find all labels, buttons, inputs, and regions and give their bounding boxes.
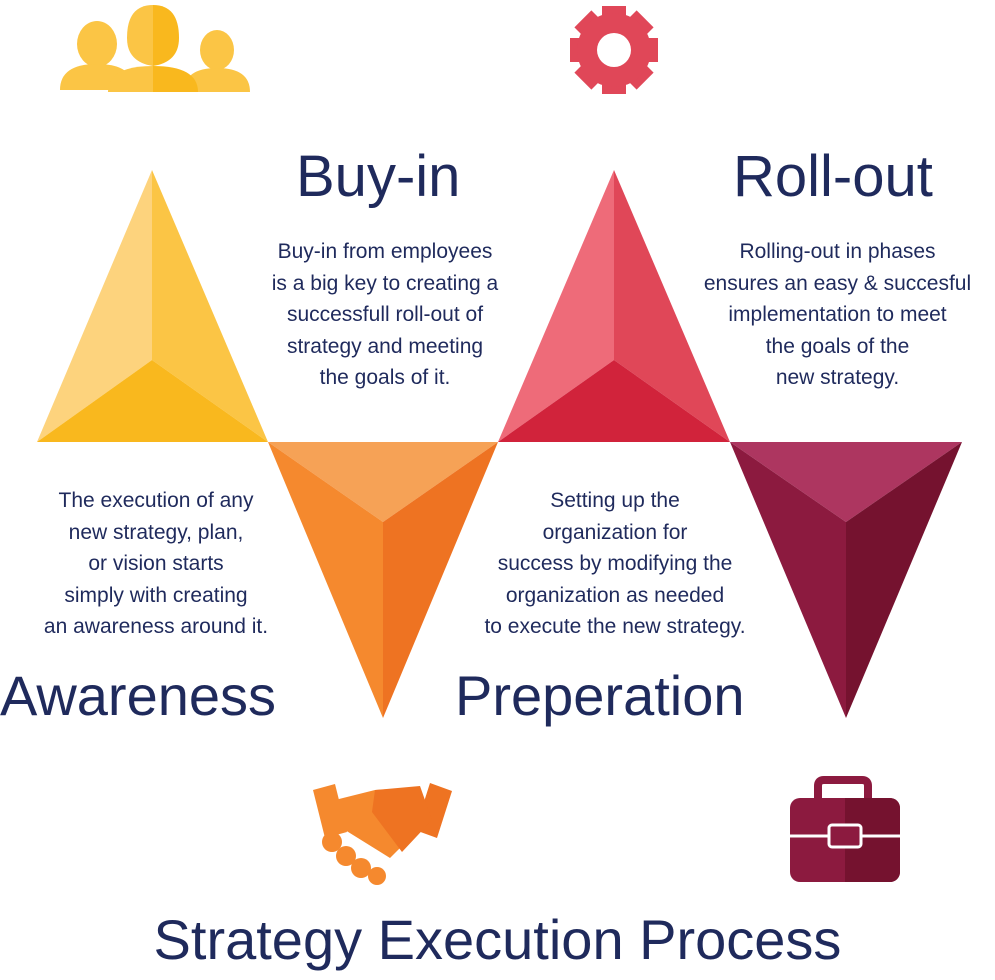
maroon-pyramid — [730, 442, 962, 718]
awareness-description-line: simply with creating — [64, 583, 248, 607]
preperation-description-line: to execute the new strategy. — [484, 615, 746, 638]
gear-icon — [570, 6, 658, 94]
buyin-description-line: is a big key to creating a — [271, 271, 499, 295]
awareness-description-line: The execution of any — [58, 489, 254, 512]
buyin-description-line: strategy and meeting — [286, 334, 484, 358]
rollout-description-line: ensures an easy & succesful — [703, 271, 972, 295]
preperation-description-line: organization for — [542, 520, 688, 544]
orange-pyramid — [268, 442, 498, 718]
preperation-description-line: success by modifying the — [497, 552, 733, 575]
awareness-title: Awareness — [0, 664, 277, 727]
rollout-description-line: new strategy. — [775, 366, 900, 389]
awareness-description: The execution of any new strategy, plan,… — [6, 485, 306, 643]
buyin-description-line: Buy-in from employees — [277, 240, 493, 263]
buyin-description-line: successfull roll-out of — [286, 303, 484, 326]
rollout-description-line: Rolling-out in phases — [739, 240, 936, 263]
buyin-description: Buy-in from employees is a big key to cr… — [230, 236, 540, 394]
handshake-icon — [313, 783, 452, 885]
awareness-description-line: or vision starts — [88, 552, 224, 575]
main-title: Strategy Execution Process — [153, 908, 842, 971]
rollout-title: Roll-out — [733, 144, 933, 209]
red-pyramid — [498, 170, 730, 442]
awareness-description-line: an awareness around it. — [43, 615, 269, 638]
buyin-title: Buy-in — [296, 144, 461, 209]
preperation-description: Setting up the organization for success … — [450, 485, 780, 643]
awareness-description-line: new strategy, plan, — [68, 520, 244, 544]
rollout-description: Rolling-out in phases ensures an easy & … — [680, 236, 995, 394]
buyin-description-line: the goals of it. — [319, 366, 451, 389]
preperation-description-line: organization as needed — [505, 583, 725, 607]
preperation-description-line: Setting up the — [550, 489, 680, 512]
people-icon — [60, 5, 250, 92]
preperation-title: Preperation — [455, 664, 745, 727]
yellow-pyramid — [37, 170, 268, 442]
rollout-description-line: implementation to meet — [728, 303, 947, 326]
briefcase-icon — [790, 776, 900, 882]
rollout-description-line: the goals of the — [765, 334, 910, 358]
